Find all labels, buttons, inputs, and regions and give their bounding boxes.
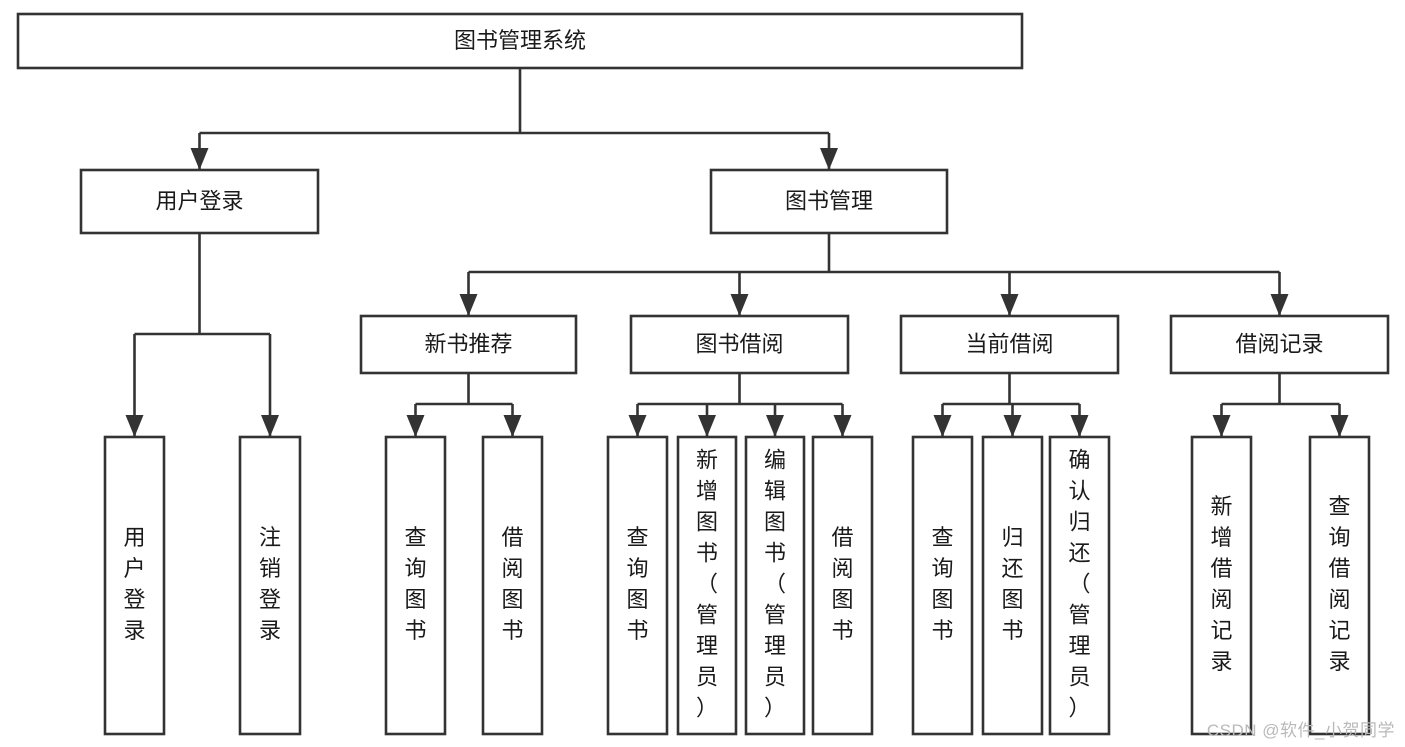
node-box	[359, 314, 578, 375]
node-box	[238, 435, 302, 736]
node-box	[1169, 314, 1390, 375]
arrow-head-icon	[406, 415, 425, 437]
node-box	[1308, 435, 1371, 736]
node-box	[16, 12, 1024, 70]
node-box	[709, 168, 949, 235]
node-label: 图书借阅	[695, 331, 783, 356]
node-leaf-add-record[interactable]: 新增借阅记录	[1190, 435, 1253, 736]
node-leaf-logout[interactable]: 注销登录	[238, 435, 302, 736]
node-leaf-borrow-book-a[interactable]: 借阅图书	[481, 435, 544, 736]
arrow-head-icon	[933, 415, 952, 437]
node-label: 注销登录	[259, 525, 281, 643]
node-label: 查询借阅记录	[1328, 494, 1350, 674]
node-box	[481, 435, 544, 736]
arrow-head-icon	[628, 415, 647, 437]
node-l3-new-book[interactable]: 新书推荐	[359, 314, 578, 375]
node-label: 新书推荐	[424, 331, 512, 356]
node-label: 图书管理系统	[454, 28, 586, 53]
arrow-head-icon	[1000, 294, 1019, 316]
arrow-head-icon	[1070, 415, 1089, 437]
node-leaf-add-book[interactable]: 新增图书（管理员）	[676, 435, 738, 736]
node-root[interactable]: 图书管理系统	[16, 12, 1024, 70]
node-label: 归还图书	[1001, 525, 1023, 643]
node-label: 查询图书	[404, 525, 426, 643]
node-leaf-query-book-c[interactable]: 查询图书	[911, 435, 974, 736]
node-label: 用户登录	[123, 525, 145, 643]
node-label: 借阅图书	[831, 525, 853, 643]
node-leaf-return-book[interactable]: 归还图书	[981, 435, 1044, 736]
node-l3-current[interactable]: 当前借阅	[899, 314, 1120, 375]
arrow-head-icon	[503, 415, 522, 437]
node-box	[1190, 435, 1253, 736]
node-box	[911, 435, 974, 736]
node-label: 查询图书	[626, 525, 648, 643]
node-label: 确认归还（管理员）	[1068, 448, 1090, 721]
node-box	[981, 435, 1044, 736]
arrow-head-icon	[833, 415, 852, 437]
arrow-head-icon	[766, 415, 784, 437]
node-label: 借阅图书	[501, 525, 523, 643]
node-label: 查询图书	[931, 525, 953, 643]
node-label: 新增借阅记录	[1210, 494, 1232, 674]
node-leaf-query-record[interactable]: 查询借阅记录	[1308, 435, 1371, 736]
arrow-head-icon	[261, 415, 279, 437]
node-leaf-edit-book[interactable]: 编辑图书（管理员）	[744, 435, 806, 736]
node-l3-record[interactable]: 借阅记录	[1169, 314, 1390, 375]
node-box	[384, 435, 447, 736]
node-leaf-query-book-b[interactable]: 查询图书	[606, 435, 669, 736]
arrow-head-icon	[190, 148, 209, 170]
node-leaf-borrow-book-b[interactable]: 借阅图书	[811, 435, 874, 736]
node-box	[606, 435, 669, 736]
node-leaf-query-book-a[interactable]: 查询图书	[384, 435, 447, 736]
node-label: 用户登录	[155, 188, 243, 213]
arrow-head-icon	[125, 415, 144, 437]
node-label: 当前借阅	[965, 331, 1053, 356]
node-box	[676, 435, 738, 736]
arrow-head-icon	[1330, 415, 1349, 437]
arrow-head-icon	[459, 294, 478, 316]
node-box	[744, 435, 806, 736]
arrow-head-icon	[1270, 294, 1289, 316]
node-label: 编辑图书（管理员）	[764, 448, 786, 721]
node-leaf-user-login[interactable]: 用户登录	[103, 435, 166, 736]
node-label: 图书管理	[785, 188, 873, 213]
arrow-head-icon	[1212, 415, 1231, 437]
node-layer: 图书管理系统用户登录图书管理新书推荐图书借阅当前借阅借阅记录用户登录注销登录查询…	[16, 12, 1390, 736]
node-box	[629, 314, 850, 375]
node-box	[103, 435, 166, 736]
node-box	[1048, 435, 1111, 736]
node-label: 借阅记录	[1235, 331, 1323, 356]
node-l2-book-manage[interactable]: 图书管理	[709, 168, 949, 235]
node-box	[79, 168, 320, 235]
arrow-head-icon	[1003, 415, 1022, 437]
node-box	[811, 435, 874, 736]
node-label: 新增图书（管理员）	[696, 448, 718, 721]
node-box	[899, 314, 1120, 375]
arrow-head-icon	[730, 294, 749, 316]
arrow-head-icon	[698, 415, 716, 437]
arrow-head-icon	[820, 148, 838, 170]
connector-layer	[125, 68, 1349, 437]
node-leaf-confirm-return[interactable]: 确认归还（管理员）	[1048, 435, 1111, 736]
node-l3-borrow[interactable]: 图书借阅	[629, 314, 850, 375]
node-l2-user-login[interactable]: 用户登录	[79, 168, 320, 235]
